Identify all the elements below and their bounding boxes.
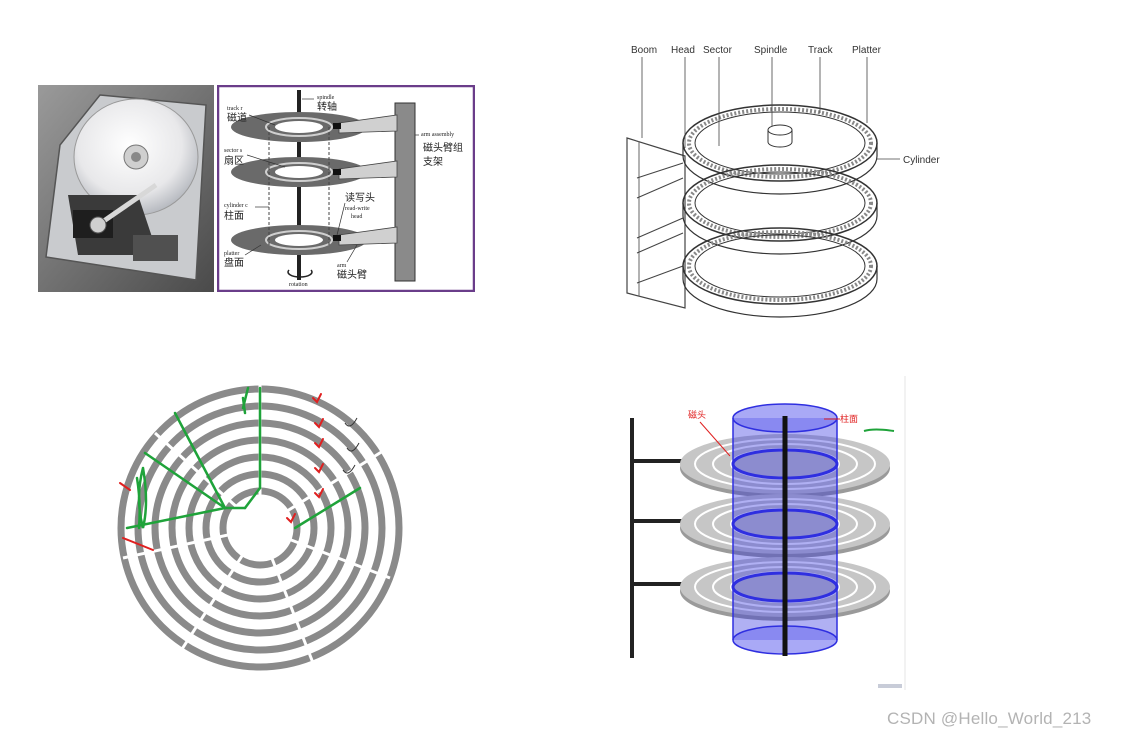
label-read-write: read-write — [345, 206, 370, 212]
label-sector: Sector — [703, 45, 733, 56]
label-cylinder: Cylinder — [903, 155, 940, 166]
boom — [626, 137, 686, 309]
label-boom: Boom — [631, 45, 657, 56]
label-track: track r — [227, 106, 243, 112]
label-head-cn: 磁头 — [688, 409, 706, 421]
spindle — [767, 124, 793, 148]
platter-ring-1 — [682, 104, 878, 195]
label-cylinder: cylinder c — [224, 203, 248, 209]
label-rotation: rotation — [289, 282, 308, 288]
label-arm-assembly-cn-1: 磁头臂组 — [423, 141, 463, 154]
label-sector: sector s — [224, 148, 243, 154]
label-spindle: Spindle — [754, 45, 788, 56]
red-annotations — [119, 393, 324, 551]
label-track-cn: 磁道 — [227, 111, 247, 124]
cylinder-concept-diagram: 磁头 柱面 — [630, 376, 906, 690]
label-spindle: spindle — [317, 95, 335, 101]
platter-middle — [231, 157, 367, 187]
label-cylinder-cn: 柱面 — [224, 209, 244, 222]
platter-top — [231, 112, 367, 142]
label-head: Head — [671, 45, 695, 56]
label-arm-assembly: arm assembly — [421, 132, 454, 138]
label-arm-cn: 磁头臂 — [337, 268, 367, 281]
leader-head — [699, 421, 731, 457]
label-track: Track — [808, 45, 834, 56]
watermark: CSDN @Hello_World_213 — [887, 709, 1092, 728]
disk-structure-diagram-en: Boom Head Sector Spindle Track Platter C… — [626, 45, 940, 318]
disk-top-view-diagram — [117, 383, 403, 671]
hard-disk-photo — [38, 85, 214, 292]
label-platter: platter — [224, 251, 239, 257]
label-platter: Platter — [852, 45, 882, 56]
scale-mark — [878, 684, 902, 688]
green-annotations — [125, 386, 362, 530]
label-head: head — [351, 214, 362, 220]
platter-ring-2 — [682, 164, 878, 255]
label-arm-assembly-cn-2: 支架 — [423, 156, 443, 168]
label-arm: arm — [337, 263, 347, 269]
label-platter-cn: 盘面 — [224, 256, 244, 269]
disk-structure-diagram-cn: track r 磁道 spindle 转轴 sector s 扇区 arm as… — [217, 85, 475, 292]
green-underline — [863, 428, 895, 432]
arm-assembly — [333, 102, 416, 282]
label-head-cn: 读写头 — [345, 191, 375, 204]
label-spindle-cn: 转轴 — [317, 100, 337, 113]
platter-ring-3 — [682, 227, 878, 318]
black-scribbles — [342, 417, 360, 474]
label-cylinder-cn: 柱面 — [840, 413, 858, 425]
platter-bottom — [231, 225, 367, 255]
label-sector-cn: 扇区 — [224, 154, 244, 167]
